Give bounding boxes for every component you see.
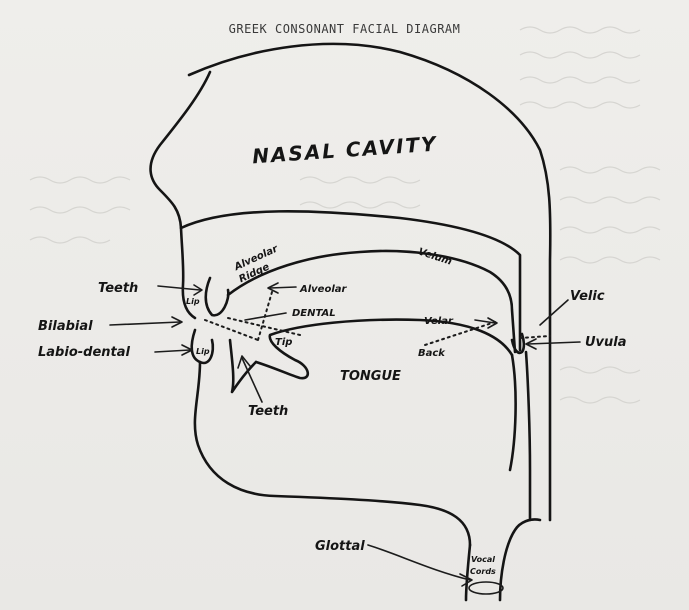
tongue-root — [510, 355, 516, 470]
label-dental: DENTAL — [292, 308, 336, 319]
label-velar: Velar — [424, 316, 454, 327]
larynx-back — [500, 519, 540, 600]
label-teeth-lower: Teeth — [248, 404, 288, 419]
lower-teeth-shape — [230, 340, 256, 392]
label-nasal-cavity: NASAL CAVITY — [251, 131, 438, 168]
vocal-cords-ring — [469, 582, 503, 594]
pharynx-wall — [526, 352, 530, 520]
label-uvula: Uvula — [585, 335, 627, 350]
label-lip-lower: Lip — [196, 347, 210, 356]
label-vocal-cords-2: Cords — [470, 567, 496, 576]
chin-and-jaw — [195, 362, 470, 545]
nose-outline — [151, 72, 210, 228]
label-tip: Tip — [275, 337, 292, 348]
label-alveolar: Alveolar — [299, 284, 348, 295]
label-bilabial: Bilabial — [38, 319, 93, 334]
upper-teeth-shape — [206, 278, 229, 315]
label-vocal-cords-1: Vocal — [471, 555, 495, 564]
label-back: Back — [418, 348, 446, 359]
label-glottal: Glottal — [315, 539, 365, 554]
label-teeth-upper: Teeth — [98, 281, 138, 296]
label-labio-dental: Labio-dental — [38, 345, 131, 360]
label-lip-upper: Lip — [186, 297, 200, 306]
hard-palate — [181, 211, 520, 350]
label-velic: Velic — [570, 289, 605, 304]
label-velum: Velum — [417, 247, 453, 268]
label-tongue: TONGUE — [340, 369, 401, 384]
